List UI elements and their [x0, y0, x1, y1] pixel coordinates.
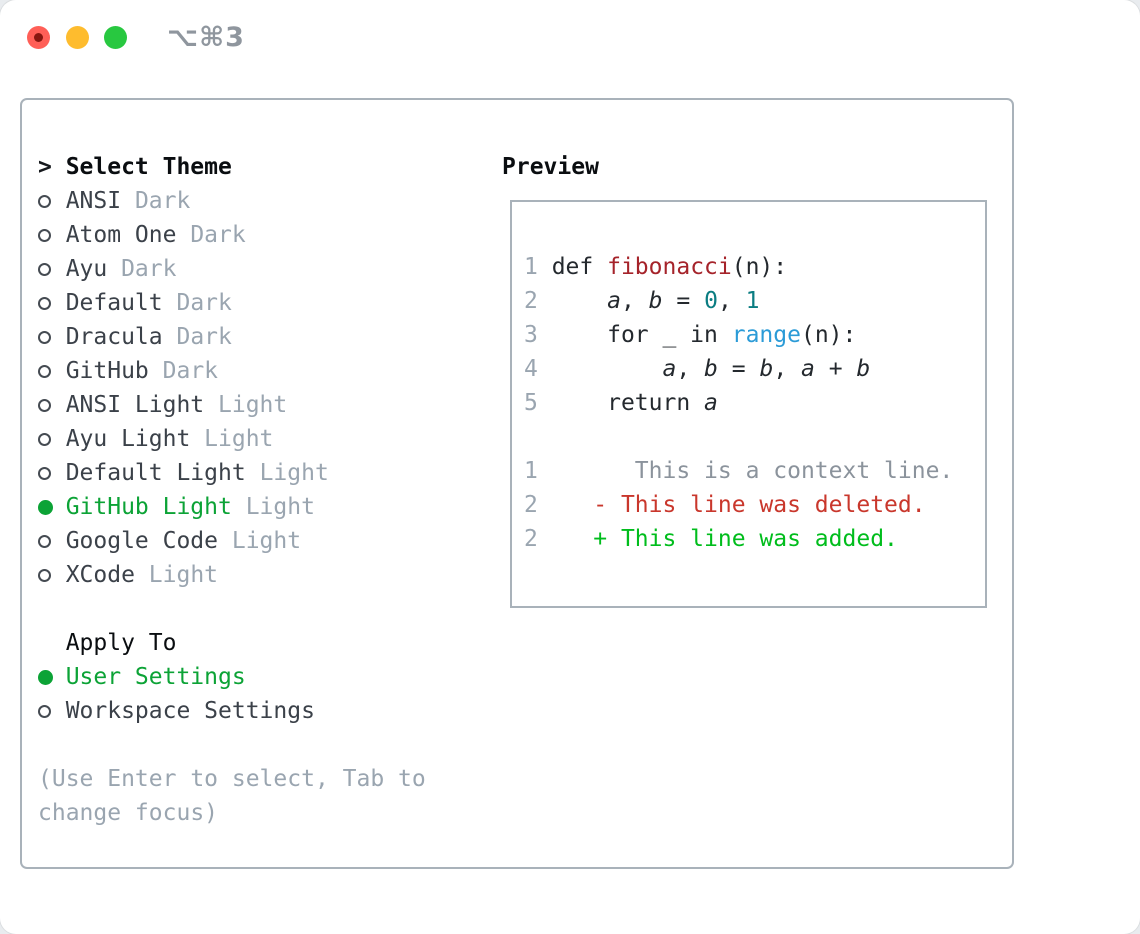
theme-option[interactable]: GitHub Light Light — [38, 490, 329, 524]
apply-to-header: Apply To — [38, 626, 329, 660]
theme-option[interactable]: Atom One Dark — [38, 218, 329, 252]
footer-hint-line-1: (Use Enter to select, Tab to — [38, 766, 426, 792]
theme-option[interactable]: Ayu Dark — [38, 252, 329, 286]
apply-to-option-label: Workspace Settings — [65, 698, 315, 724]
apply-to-option[interactable]: User Settings — [38, 660, 329, 694]
theme-option-label: Ayu Light — [65, 426, 205, 452]
minimize-button[interactable] — [66, 26, 89, 49]
radio-icon — [38, 228, 51, 242]
titlebar: ⌥⌘3 — [0, 0, 1140, 76]
theme-option[interactable]: Google Code Light — [38, 524, 329, 558]
theme-variant-label: Dark — [134, 188, 191, 214]
radio-icon — [38, 704, 51, 718]
theme-variant-label: Dark — [190, 222, 246, 248]
theme-variant-label: Dark — [162, 358, 219, 384]
code-line: 1 This is a context line. — [524, 458, 954, 484]
close-button[interactable] — [27, 26, 50, 49]
prompt-icon: > — [38, 154, 52, 180]
maximize-button[interactable] — [104, 26, 127, 49]
theme-option[interactable]: Dracula Dark — [38, 320, 329, 354]
radio-icon — [38, 398, 51, 412]
theme-option-label: GitHub Light — [65, 494, 246, 520]
theme-option[interactable]: Ayu Light Light — [38, 422, 329, 456]
theme-option[interactable]: XCode Light — [38, 558, 329, 592]
theme-option[interactable]: ANSI Dark — [38, 184, 329, 218]
theme-option-label: ANSI — [65, 188, 135, 214]
apply-to-option[interactable]: Workspace Settings — [38, 694, 329, 728]
apply-to-option-label: User Settings — [65, 664, 246, 690]
spacer — [38, 592, 329, 626]
theme-option-label: XCode — [65, 562, 149, 588]
theme-option-label: Default — [65, 290, 177, 316]
theme-option[interactable]: ANSI Light Light — [38, 388, 329, 422]
theme-option-label: Dracula — [65, 324, 177, 350]
code-line: 5 return a — [524, 390, 718, 416]
theme-option-label: Google Code — [65, 528, 232, 554]
theme-variant-label: Light — [218, 392, 288, 418]
radio-icon — [38, 330, 51, 344]
close-dot-icon — [34, 33, 43, 42]
code-line: 4 a, b = b, a + b — [524, 356, 871, 382]
code-line: 3 for _ in range(n): — [524, 322, 857, 348]
theme-option[interactable]: GitHub Dark — [38, 354, 329, 388]
radio-icon — [38, 364, 51, 378]
theme-variant-label: Dark — [121, 256, 177, 282]
radio-icon — [38, 466, 51, 480]
theme-option[interactable]: Default Dark — [38, 286, 329, 320]
preview-code: 1 def fibonacci(n): 2 a, b = 0, 1 3 for _ … — [512, 202, 985, 556]
theme-variant-label: Dark — [176, 290, 232, 316]
theme-variant-label: Light — [245, 494, 315, 520]
theme-variant-label: Light — [259, 460, 329, 486]
theme-option-label: Atom One — [65, 222, 191, 248]
radio-selected-icon — [38, 499, 53, 515]
theme-option[interactable]: Default Light Light — [38, 456, 329, 490]
theme-picker-header: > Select Theme — [38, 150, 329, 184]
theme-option-label: ANSI Light — [65, 392, 219, 418]
theme-variant-label: Light — [231, 528, 302, 554]
apply-to-title: Apply To — [65, 630, 177, 656]
theme-option-label: GitHub — [65, 358, 163, 384]
radio-icon — [38, 262, 51, 276]
theme-picker-title: Select Theme — [65, 154, 232, 180]
code-line — [524, 420, 985, 454]
radio-icon — [38, 194, 51, 208]
radio-icon — [38, 432, 51, 446]
theme-variant-label: Light — [204, 426, 274, 452]
code-line: 2 + This line was added. — [524, 526, 898, 552]
preview-box: 1 def fibonacci(n): 2 a, b = 0, 1 3 for _ … — [510, 200, 987, 608]
code-line: 1 def fibonacci(n): — [524, 254, 788, 280]
theme-option-label: Ayu — [65, 256, 122, 282]
footer-hint-line-2: change focus) — [38, 800, 219, 826]
radio-selected-icon — [38, 669, 53, 685]
preview-title: Preview — [502, 154, 599, 180]
code-line: 2 a, b = 0, 1 — [524, 288, 760, 314]
code-line: 2 - This line was deleted. — [524, 492, 926, 518]
radio-icon — [38, 296, 51, 310]
theme-variant-label: Light — [148, 562, 219, 588]
window-title: ⌥⌘3 — [167, 22, 245, 53]
radio-icon — [38, 534, 51, 548]
theme-variant-label: Dark — [176, 324, 232, 350]
radio-icon — [38, 568, 51, 582]
theme-option-label: Default Light — [65, 460, 260, 486]
footer-hint: (Use Enter to select, Tab to change focu… — [38, 762, 426, 830]
